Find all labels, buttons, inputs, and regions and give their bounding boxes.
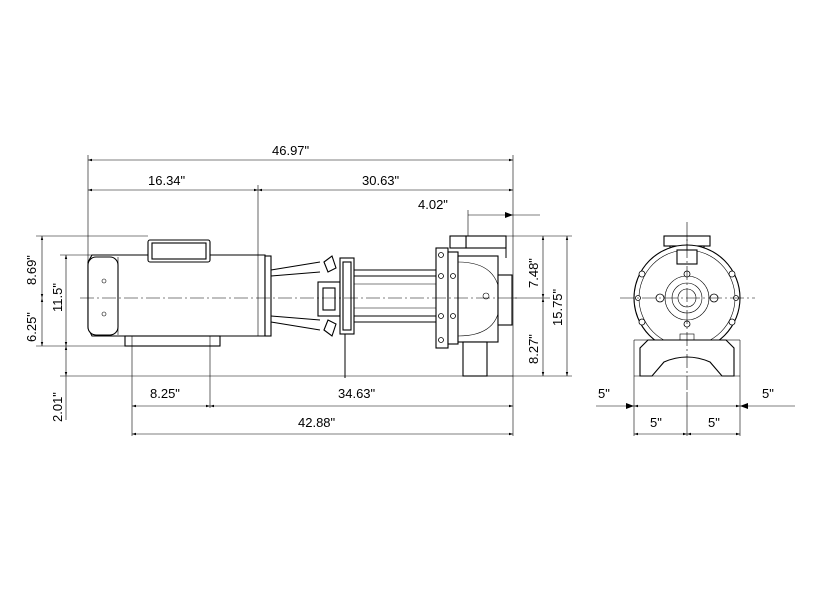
motor (87, 239, 272, 347)
dim-end-left-inner: 5" (650, 415, 662, 430)
dim-motor-top-to-center: 8.69" (24, 255, 39, 285)
side-horizontal-dims (88, 158, 540, 436)
dim-center-to-base: 6.25" (24, 312, 39, 342)
side-view: 46.97" 16.34" 30.63" 4.02" 8.25" 34.63" … (24, 143, 572, 436)
dim-motor-length: 16.34" (148, 173, 186, 188)
dim-total-height: 15.75" (550, 288, 565, 326)
dim-front-foot-offset: 8.25" (150, 386, 180, 401)
dim-foot-spacing: 34.63" (338, 386, 376, 401)
dim-end-left-outer: 5" (598, 386, 610, 401)
dim-motor-height: 11.5" (50, 283, 65, 312)
dim-pump-length: 30.63" (362, 173, 400, 188)
dim-base-height: 2.01" (50, 392, 65, 422)
tie-rods (354, 269, 436, 323)
end-view: 5" 5" 5" 5" (596, 222, 795, 436)
side-extension-lines (36, 155, 572, 436)
dim-center-to-bottom: 8.27" (526, 334, 541, 364)
dim-overall-length: 46.97" (272, 143, 310, 158)
dim-end-right-outer: 5" (762, 386, 774, 401)
dim-pump-outlet-offset: 4.02" (418, 197, 448, 212)
dim-outlet-to-center: 7.48" (526, 258, 541, 288)
side-vertical-dims (40, 236, 569, 420)
pump-head (435, 235, 513, 377)
dim-end-right-inner: 5" (708, 415, 720, 430)
coupling-bracket (270, 255, 355, 378)
dim-foot-overall: 42.88" (298, 415, 336, 430)
